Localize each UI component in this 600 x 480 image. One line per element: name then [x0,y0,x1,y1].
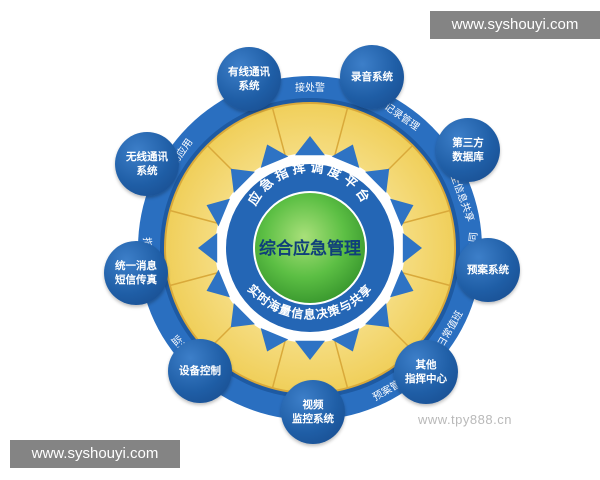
outward-arrow [198,233,218,263]
outward-arrow [295,136,325,156]
segment-divider [271,340,286,389]
satellite-label: 设备控制 [179,365,221,377]
satellite-plan-system: 预案系统 [456,238,520,302]
segment-divider [402,272,451,287]
segment-divider [334,340,349,389]
ring-label: 接处警 [295,81,325,94]
satellite-video-monitor: 视频 监控系统 [281,380,345,444]
satellite-unified-message: 统一消息 短信传真 [104,241,168,305]
segment-divider [169,272,218,287]
satellite-device-control: 设备控制 [168,339,232,403]
outward-arrow [402,233,422,263]
outward-arrow [331,328,360,352]
satellite-other-command: 其他 指挥中心 [394,340,458,404]
watermark-top: www.syshouyi.com [430,11,600,39]
outward-arrow [331,144,360,168]
satellite-recording: 录音系统 [340,45,404,109]
satellite-wireless-comm: 无线通讯 系统 [115,132,179,196]
segment-divider [334,107,349,156]
outward-arrow [206,198,230,227]
satellite-label: 其他 指挥中心 [405,359,447,385]
satellite-label: 录音系统 [351,71,393,83]
satellite-wired-comm: 有线通讯 系统 [217,47,281,111]
outward-arrow [206,269,230,298]
outward-arrow [390,269,414,298]
satellite-third-party-db: 第三方 数据库 [436,118,500,182]
segment-divider [271,107,286,156]
satellite-label: 第三方 数据库 [452,137,484,163]
segment-divider [402,209,451,224]
outward-arrow [365,168,390,193]
arrow-ring [198,136,422,360]
satellite-label: 无线通讯 系统 [126,151,168,177]
outward-arrow [260,328,289,352]
outward-arrow [230,168,255,193]
center-title: 综合应急管理 [259,238,361,259]
outward-arrow [365,303,390,328]
center-green-disc [253,191,367,305]
outward-arrow [295,340,325,360]
segment-divider [169,209,218,224]
watermark-bottom: www.syshouyi.com [10,440,180,468]
outward-arrow [260,144,289,168]
satellite-label: 有线通讯 系统 [228,66,270,92]
outward-arrow [230,303,255,328]
satellite-label: 预案系统 [467,264,509,276]
site-watermark: www.tpy888.cn [418,412,512,427]
satellite-label: 统一消息 短信传真 [115,260,157,286]
outward-arrow [390,198,414,227]
satellite-label: 视频 监控系统 [292,399,334,425]
